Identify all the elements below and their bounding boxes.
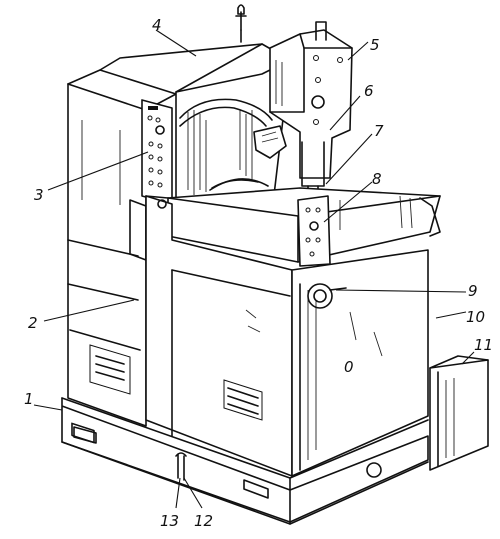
column-tower	[99, 43, 291, 213]
callout-10: 10	[466, 308, 485, 326]
callout-11: 11	[474, 336, 493, 354]
left-cabinet	[67, 69, 177, 427]
callout-2: 2	[28, 314, 38, 332]
callout-5: 5	[370, 36, 380, 54]
callout-1: 1	[24, 390, 34, 408]
callout-3: 3	[34, 186, 44, 204]
callout-4: 4	[152, 16, 162, 34]
side-cabinet	[291, 249, 429, 477]
callout-12: 12	[194, 512, 213, 530]
table-control-panel	[297, 195, 331, 267]
coolant-hose	[179, 98, 287, 159]
front-cabinet	[145, 195, 293, 477]
callout-7: 7	[374, 122, 384, 140]
callout-13: 13	[160, 512, 179, 530]
spindle-head	[269, 21, 353, 197]
callout-labels: 1 2 3 4 5 6 7 8 9 10 11 12 13 0	[24, 16, 493, 530]
side-door-mark: 0	[344, 358, 354, 376]
signal-lamp	[235, 4, 247, 43]
handwheel	[307, 283, 347, 309]
machine-base	[61, 397, 429, 525]
callout-8: 8	[372, 170, 382, 188]
control-panel	[141, 99, 173, 205]
coolant-tank	[429, 355, 489, 471]
callout-6: 6	[364, 82, 374, 100]
callout-9: 9	[468, 282, 478, 300]
leader-lines	[33, 29, 475, 509]
